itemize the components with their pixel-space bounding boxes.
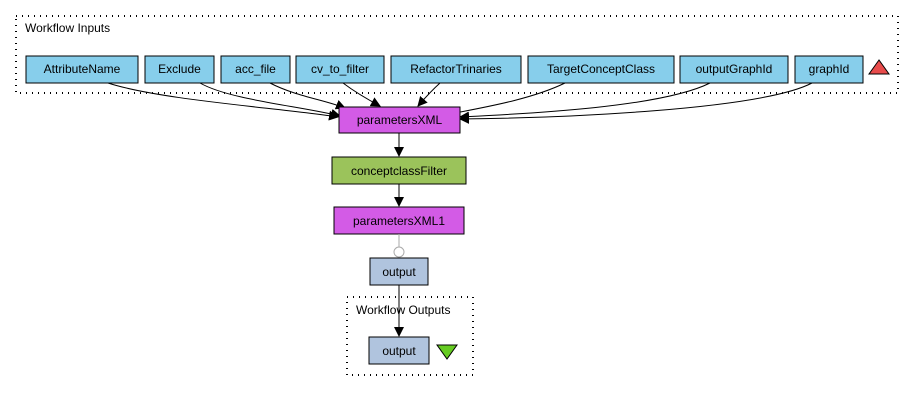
output-label: output [382, 344, 416, 358]
workflow-output-node[interactable]: output [368, 336, 430, 365]
workflow-inputs-label: Workflow Inputs [25, 21, 110, 35]
green-down-triangle-icon [436, 344, 458, 360]
input-label: Exclude [158, 62, 201, 76]
input-node-outputgraphid[interactable]: outputGraphId [679, 55, 789, 84]
input-label: AttributeName [44, 62, 121, 76]
input-label: cv_to_filter [311, 62, 369, 76]
input-edges [107, 82, 813, 124]
processor-label: parametersXML [357, 113, 443, 127]
red-up-triangle-icon [868, 59, 890, 75]
processor-label: conceptclassFilter [351, 164, 447, 178]
processor-label: output [382, 265, 416, 279]
input-node-refactortrinaries[interactable]: RefactorTrinaries [390, 55, 522, 84]
input-node-cv-to-filter[interactable]: cv_to_filter [295, 55, 385, 84]
input-label: outputGraphId [696, 62, 773, 76]
input-node-targetconceptclass[interactable]: TargetConceptClass [527, 55, 675, 84]
input-label: graphId [809, 62, 850, 76]
input-label: TargetConceptClass [547, 62, 655, 76]
processor-parametersxml[interactable]: parametersXML [338, 106, 461, 134]
processor-label: parametersXML1 [353, 214, 445, 228]
processor-conceptclassfilter[interactable]: conceptclassFilter [331, 156, 467, 185]
processor-output[interactable]: output [369, 257, 429, 286]
input-label: RefactorTrinaries [410, 62, 502, 76]
input-node-acc-file[interactable]: acc_file [220, 55, 291, 84]
processor-parametersxml1[interactable]: parametersXML1 [333, 206, 465, 235]
input-label: acc_file [235, 62, 276, 76]
input-node-attributename[interactable]: AttributeName [25, 55, 139, 84]
input-node-exclude[interactable]: Exclude [144, 55, 215, 84]
port-circle-icon [393, 246, 405, 258]
input-node-graphid[interactable]: graphId [794, 55, 864, 84]
workflow-outputs-label: Workflow Outputs [356, 303, 450, 317]
